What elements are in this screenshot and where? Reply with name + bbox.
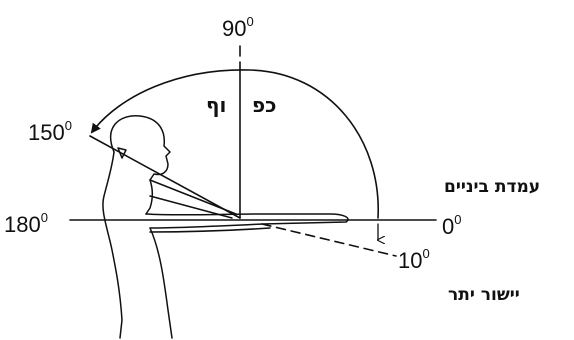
ear-outline <box>117 147 127 159</box>
line-minus-10-degrees <box>261 223 397 257</box>
label-180-degrees: 1800 <box>4 210 48 237</box>
label-minus-10-degrees: 100 <box>398 246 430 273</box>
label-flexion-right: כפ <box>252 93 276 117</box>
back-outline <box>102 151 123 339</box>
range-arc <box>90 69 379 219</box>
label-150-degrees: 1500 <box>28 118 72 145</box>
label-hyperextension: יישור יתר <box>448 285 520 305</box>
head-outline <box>109 115 171 181</box>
label-0-degrees: 00 <box>442 212 461 239</box>
human-figure <box>102 115 349 339</box>
arm-forward <box>145 213 349 229</box>
front-outline <box>145 179 154 215</box>
line-150-degrees <box>89 135 241 219</box>
arm-extended-lower <box>149 227 271 233</box>
label-flexion-left: וף <box>206 93 226 117</box>
torso-front <box>149 227 173 339</box>
label-neutral-position: עמדת ביניים <box>444 177 540 197</box>
label-90-degrees: 900 <box>222 14 254 41</box>
arm-raised <box>149 179 237 219</box>
